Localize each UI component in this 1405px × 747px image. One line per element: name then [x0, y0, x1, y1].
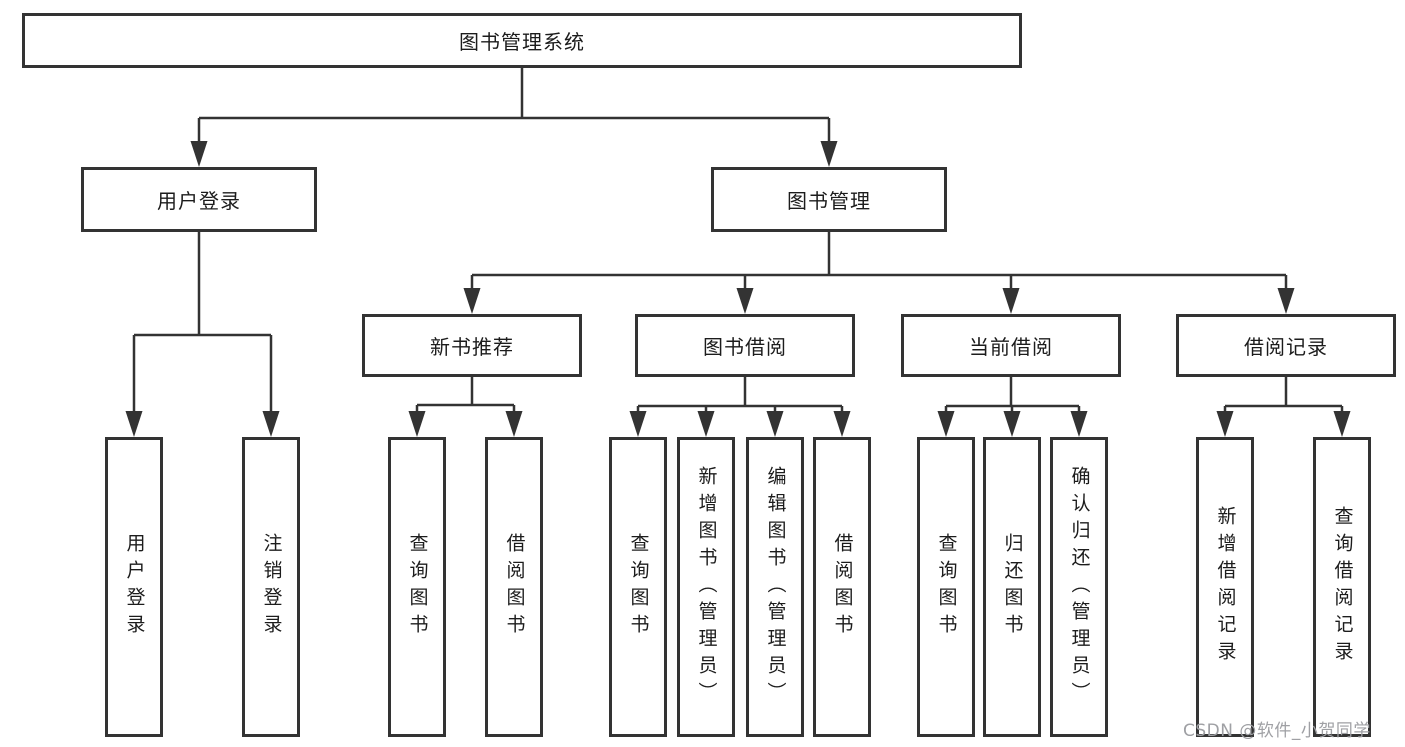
node-current-borrowing: 当前借阅 — [901, 314, 1121, 377]
leaf-borrow-books-recommend: 借阅图书 — [485, 437, 543, 737]
leaf-add-borrow-record: 新增借阅记录 — [1196, 437, 1254, 737]
leaf-return-books: 归还图书 — [983, 437, 1041, 737]
csdn-watermark: CSDN @软件_小贺同学 — [1183, 721, 1371, 741]
node-user-login: 用户登录 — [81, 167, 317, 232]
leaf-logout: 注销登录 — [242, 437, 300, 737]
leaf-confirm-return-admin: 确认归还（管理员） — [1050, 437, 1108, 737]
leaf-query-borrow-record: 查询借阅记录 — [1313, 437, 1371, 737]
node-label: 借阅图书 — [831, 533, 854, 641]
node-label: 图书借阅 — [703, 335, 787, 359]
leaf-edit-books-admin: 编辑图书（管理员） — [746, 437, 804, 737]
node-book-management: 图书管理 — [711, 167, 947, 232]
node-label: 编辑图书（管理员） — [764, 465, 787, 709]
node-label: 新增借阅记录 — [1214, 506, 1237, 668]
leaf-user-login: 用户登录 — [105, 437, 163, 737]
leaf-borrow-books: 借阅图书 — [813, 437, 871, 737]
node-label: 借阅图书 — [503, 533, 526, 641]
node-label: 查询图书 — [627, 533, 650, 641]
node-label: 用户登录 — [123, 533, 146, 641]
arrowheads — [125, 141, 1351, 437]
node-new-book-recommend: 新书推荐 — [362, 314, 582, 377]
leaf-query-books-current: 查询图书 — [917, 437, 975, 737]
leaf-add-books-admin: 新增图书（管理员） — [677, 437, 735, 737]
node-label: 注销登录 — [260, 533, 283, 641]
node-label: 查询借阅记录 — [1331, 506, 1354, 668]
node-label: 图书管理系统 — [459, 30, 585, 54]
node-label: 新增图书（管理员） — [695, 465, 718, 709]
node-label: 归还图书 — [1001, 533, 1024, 641]
node-label: 当前借阅 — [969, 335, 1053, 359]
node-label: 确认归还（管理员） — [1068, 465, 1091, 709]
node-label: 借阅记录 — [1244, 335, 1328, 359]
node-label: 新书推荐 — [430, 335, 514, 359]
leaf-query-books-borrowing: 查询图书 — [609, 437, 667, 737]
node-label: 查询图书 — [935, 533, 958, 641]
leaf-query-books-recommend: 查询图书 — [388, 437, 446, 737]
node-book-borrowing: 图书借阅 — [635, 314, 855, 377]
node-label: 图书管理 — [787, 189, 871, 213]
node-library-system: 图书管理系统 — [22, 13, 1022, 68]
node-label: 查询图书 — [406, 533, 429, 641]
node-label: 用户登录 — [157, 189, 241, 213]
node-borrowing-records: 借阅记录 — [1176, 314, 1396, 377]
